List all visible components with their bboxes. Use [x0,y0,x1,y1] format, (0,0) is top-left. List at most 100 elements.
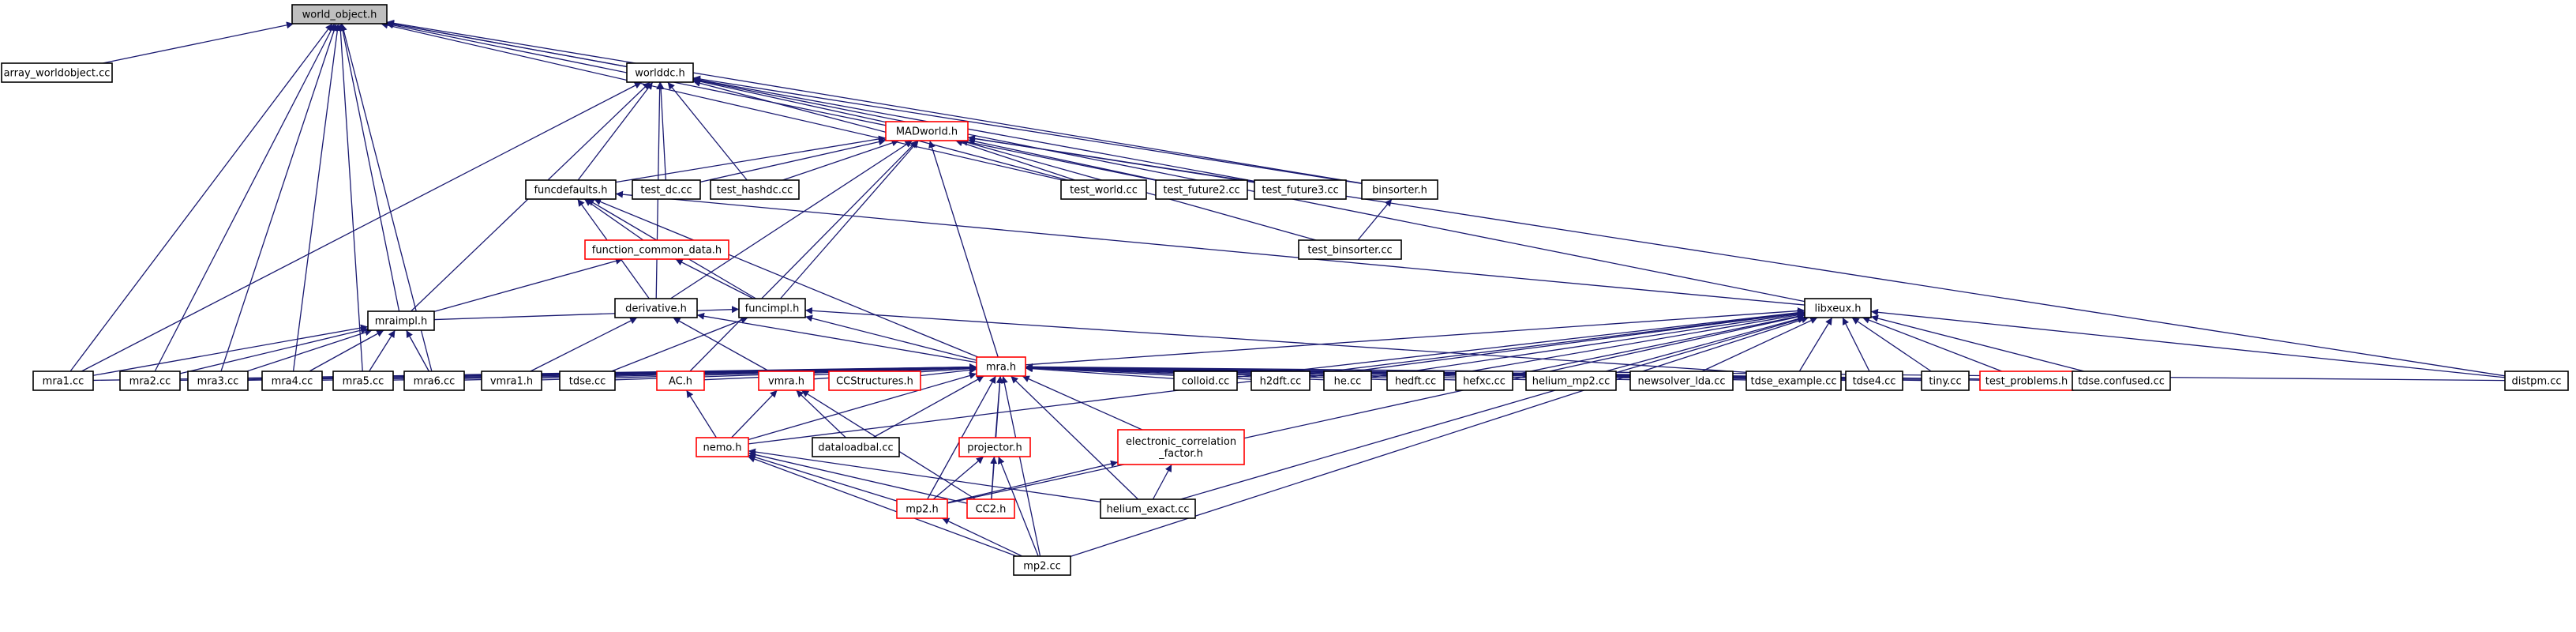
edge-line [967,134,2506,377]
node-box [1013,555,1071,576]
node-label: electronic_correlation [1126,436,1236,448]
node-tdse-example-cc[interactable]: tdse_example.cc [1745,371,1842,391]
edge-line [1870,308,2506,378]
node-mra5-cc[interactable]: mra5.cc [332,371,394,391]
node-madworld-h[interactable]: MADworld.h [885,121,969,141]
edge-mra_h-to-funcimpl_h [804,314,977,361]
node-array-worldobject-cc[interactable]: array_worldobject.cc [1,62,113,83]
edge-line [593,198,979,358]
node-test-binsorter-cc[interactable]: test_binsorter.cc [1298,239,1402,260]
edge-mra4_cc-to-mraimpl_h [309,329,384,372]
node-label: world_object.h [302,9,377,21]
edge-funcdefaults_h-to-worlddc_h [577,81,654,181]
edge-line [686,389,717,438]
edge-vmra_h-to-derivative_h [673,317,770,372]
edge-line [433,258,623,312]
node-tdse-cc[interactable]: tdse.cc [559,371,616,391]
node-label: mra3.cc [197,376,239,388]
node-label: mp2.h [906,504,939,516]
node-derivative-h[interactable]: derivative.h [614,298,698,318]
node-label: libxeux.h [1814,303,1861,315]
node-ac-h[interactable]: AC.h [656,371,705,391]
node-mra3-cc[interactable]: mra3.cc [187,371,249,391]
edge-mra6_cc-to-mraimpl_h [406,329,429,372]
node-world-object-h[interactable]: world_object.h [291,4,388,24]
node-test-dc-cc[interactable]: test_dc.cc [632,179,701,200]
node-tiny-cc[interactable]: tiny.cc [1921,371,1970,391]
node-helium-mp2-cc[interactable]: helium_mp2.cc [1525,371,1617,391]
node-tdse4-cc[interactable]: tdse4.cc [1845,371,1903,391]
node-funcdefaults-h[interactable]: funcdefaults.h [525,179,617,200]
edge-nemo_h-to-ac_h [686,389,717,438]
edge-line [692,77,887,123]
node-mra1-cc[interactable]: mra1.cc [32,371,94,391]
node-label: helium_exact.cc [1107,504,1190,516]
node-binsorter-h[interactable]: binsorter.h [1361,179,1438,200]
node-test-future3-cc[interactable]: test_future3.cc [1254,179,1347,200]
node-newsolver-lda-cc[interactable]: newsolver_lda.cc [1629,371,1734,391]
node-tdse-confused-cc[interactable]: tdse.confused.cc [2072,371,2171,391]
edge-mp2_cc-to-nemo_h [748,455,1017,557]
node-libxeux-h[interactable]: libxeux.h [1804,298,1872,318]
node-hedft-cc[interactable]: hedft.cc [1386,371,1445,391]
edge-line [782,139,899,181]
node-label: mra1.cc [43,376,84,388]
node-hefxc-cc[interactable]: hefxc.cc [1455,371,1513,391]
edge-line [673,317,770,372]
edge-tdse_confused_cc-to-libxeux_h [1870,314,2085,372]
edge-dataloadbal_cc-to-mra_h [872,375,984,438]
edge-h2dft_cc-to-libxeux_h [1309,310,1805,378]
node-function-common-data-h[interactable]: function_common_data.h [584,239,729,260]
node-funcimpl-h[interactable]: funcimpl.h [738,298,806,318]
node-test-problems-h[interactable]: test_problems.h [1979,371,2074,391]
node-label: CC2.h [976,504,1007,516]
edge-tdse4_cc-to-funcimpl_h [804,307,1847,380]
node-box [1921,371,1970,391]
node-electronic-correlation-factor-h[interactable]: electronic_correlation_factor.h [1117,429,1245,465]
node-box [332,371,394,391]
node-vmra1-h[interactable]: vmra1.h [481,371,542,391]
node-label: MADworld.h [896,126,958,138]
node-helium-exact-cc[interactable]: helium_exact.cc [1100,498,1196,519]
node-mra2-cc[interactable]: mra2.cc [119,371,181,391]
node-layer: world_object.h array_worldobject.cc worldd… [1,4,2569,576]
node-mp2-cc[interactable]: mp2.cc [1013,555,1071,576]
node-distpm-cc[interactable]: distpm.cc [2504,371,2569,391]
edge-mp2_h-to-projector_h [932,456,984,500]
edge-test_problems_h-to-libxeux_h [1862,317,2003,372]
node-box [32,371,94,391]
node-projector-h[interactable]: projector.h [958,437,1031,457]
node-cc2-h[interactable]: CC2.h [966,498,1015,519]
edge-mra5_cc-to-mraimpl_h [369,329,396,372]
node-nemo-h[interactable]: nemo.h [696,437,749,457]
edge-layer [69,19,2506,557]
node-he-cc[interactable]: he.cc [1323,371,1372,391]
edge-test_world_cc-to-worlddc_h [692,80,1068,181]
edge-mra2_cc-to-mraimpl_h [179,326,369,374]
node-test-hashdc-cc[interactable]: test_hashdc.cc [710,179,800,200]
node-mraimpl-h[interactable]: mraimpl.h [367,310,435,331]
node-colloid-cc[interactable]: colloid.cc [1173,371,1238,391]
edge-test_binsorter_cc-to-binsorter_h [1357,198,1393,241]
node-dataloadbal-cc[interactable]: dataloadbal.cc [812,437,900,457]
edge-line [942,517,1022,557]
edge-line [804,314,977,361]
edge-line [1605,315,1805,372]
edge-mra1_cc-to-worlddc_h [81,81,643,372]
node-test-world-cc[interactable]: test_world.cc [1060,179,1147,200]
node-label: mra2.cc [129,376,171,388]
node-box [1386,371,1445,391]
node-ccstructures-h[interactable]: CCStructures.h [828,371,921,391]
node-h2dft-cc[interactable]: h2dft.cc [1251,371,1310,391]
edge-line [748,372,977,441]
node-vmra-h[interactable]: vmra.h [758,371,815,391]
node-mra6-cc[interactable]: mra6.cc [403,371,465,391]
node-label: tdse_example.cc [1750,376,1836,388]
node-mra-h[interactable]: mra.h [976,356,1026,377]
node-worlddc-h[interactable]: worlddc.h [626,62,694,83]
edge-mra_h-to-libxeux_h [1025,307,1805,366]
node-test-future2-cc[interactable]: test_future2.cc [1155,179,1248,200]
node-mra4-cc[interactable]: mra4.cc [261,371,323,391]
node-mp2-h[interactable]: mp2.h [896,498,948,519]
